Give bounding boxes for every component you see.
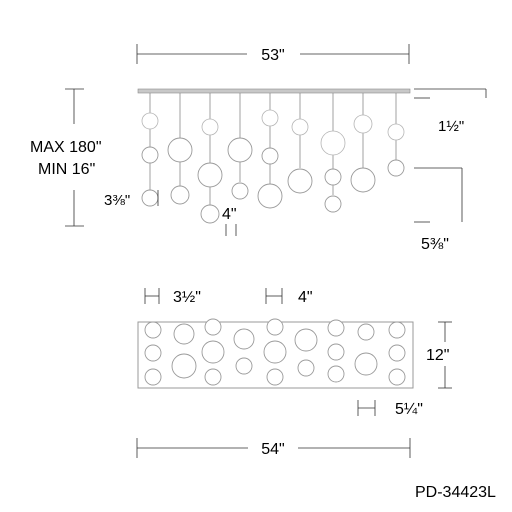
globe (327, 343, 345, 361)
globe (167, 137, 193, 163)
model-number: PD-34423L (415, 484, 496, 501)
globe (173, 323, 195, 345)
top-small-label: 3½" (173, 289, 201, 306)
globe (387, 159, 405, 177)
width-dimension-front: 53" (136, 44, 410, 64)
length-dimension: MAX 180" MIN 16" (30, 88, 102, 227)
large-globe-front-label: 4" (222, 206, 237, 223)
globe (141, 189, 159, 207)
globe (257, 183, 283, 209)
canopy (137, 88, 411, 94)
globe (266, 318, 284, 336)
globe (227, 137, 253, 163)
globe (261, 147, 279, 165)
globe (141, 146, 159, 164)
globe (388, 368, 406, 386)
globe (266, 368, 284, 386)
min-length-label: MIN 16" (38, 161, 95, 178)
globe (233, 328, 255, 350)
width-front-label: 53" (261, 47, 284, 64)
globe (354, 352, 378, 376)
small-globe-dimension: 3⅜" (104, 190, 159, 209)
globe (144, 344, 162, 362)
globe (287, 168, 313, 194)
globe (324, 168, 342, 186)
globe (201, 340, 225, 364)
front-elevation: 53" 1½" MAX 180" MIN 16" (30, 44, 487, 253)
canopy-height-label: 1½" (438, 118, 464, 135)
globe (324, 195, 342, 213)
top-view-globes (144, 318, 406, 386)
globe (144, 368, 162, 386)
globe (387, 123, 405, 141)
globe (357, 323, 375, 341)
globe (231, 182, 249, 200)
top-small-dimension: 3½" (144, 288, 201, 306)
globe (141, 112, 159, 130)
globe (171, 353, 197, 379)
globe (201, 118, 219, 136)
globe (170, 185, 190, 205)
globe (353, 114, 373, 134)
top-large-dimension: 4" (265, 288, 313, 306)
globe (261, 109, 279, 127)
globe (291, 118, 309, 136)
globe (200, 204, 220, 224)
large-globe-dimension-front: 4" (222, 206, 237, 236)
spacing-label: 5¼" (395, 401, 423, 418)
globe (197, 162, 223, 188)
spacing-dimension: 5¼" (357, 400, 423, 418)
globe (204, 368, 222, 386)
globe (388, 344, 406, 362)
small-globe-label: 3⅜" (104, 192, 130, 209)
width-top-label: 54" (261, 441, 284, 458)
globe (297, 359, 315, 377)
drop-dimension: 5⅜" (414, 167, 463, 253)
depth-label: 12" (426, 347, 449, 364)
max-length-label: MAX 180" (30, 139, 102, 156)
globe (235, 357, 253, 375)
globe (320, 130, 346, 156)
globe (350, 167, 376, 193)
globe (388, 321, 406, 339)
top-view: 3½" 4" (136, 288, 452, 458)
globe (263, 340, 287, 364)
drop-height-label: 5⅜" (421, 236, 449, 253)
pendant-globes (141, 109, 405, 224)
width-dimension-top: 54" (136, 438, 411, 458)
top-large-label: 4" (298, 289, 313, 306)
globe (327, 319, 345, 337)
depth-dimension: 12" (426, 321, 452, 389)
globe (204, 318, 222, 336)
canopy-height-dimension: 1½" (414, 88, 487, 135)
globe (327, 365, 345, 383)
globe (294, 328, 318, 352)
globe (144, 321, 162, 339)
